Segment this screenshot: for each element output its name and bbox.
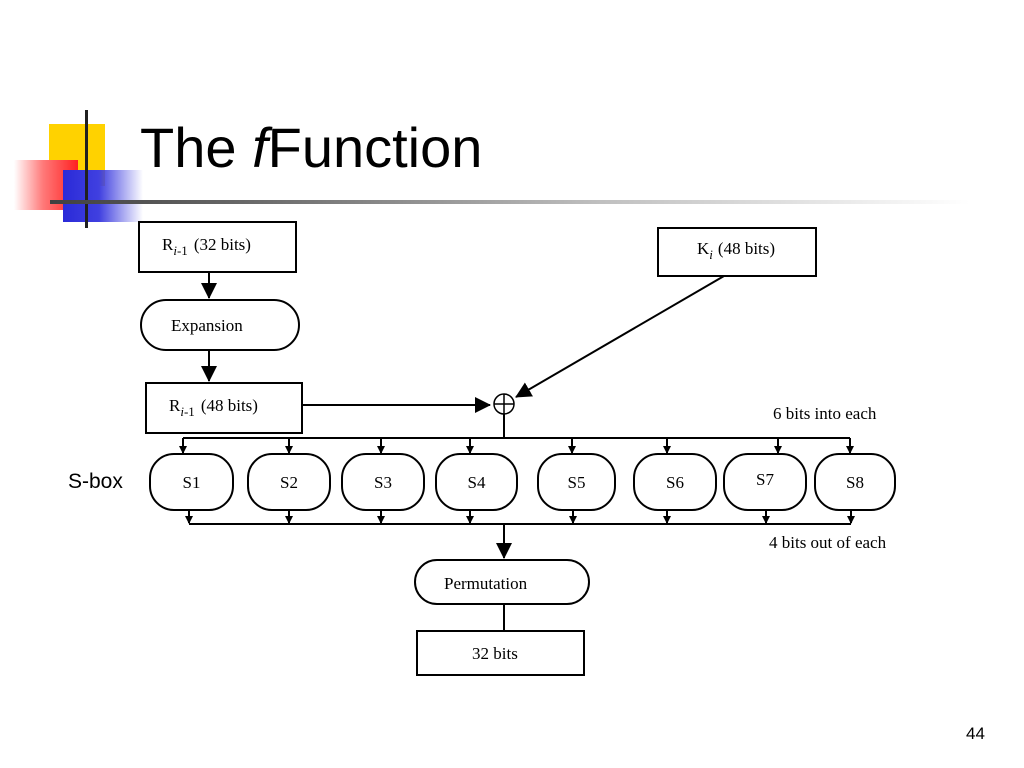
key-sub: i: [709, 247, 713, 262]
title-suffix: Function: [267, 116, 483, 179]
key-letter: K: [697, 239, 710, 258]
sbox-label-5: S5: [568, 473, 586, 492]
sbox-label-4: S4: [468, 473, 486, 492]
r-input-sub-tail: -1: [177, 243, 188, 258]
sbox-row: S1 S2 S3 S4 S5 S6 S7 S8: [149, 453, 896, 511]
sbox-6: S6: [633, 453, 717, 511]
sbox-label-6: S6: [666, 473, 684, 492]
decor-vertical-rule: [85, 110, 88, 228]
sbox-label-8: S8: [846, 473, 864, 492]
title-prefix: The: [140, 116, 237, 179]
sbox-4: S4: [435, 453, 518, 511]
r-input-letter: R: [162, 235, 174, 254]
r-expanded-bits: (48 bits): [201, 396, 258, 415]
sbox-label-7: S7: [756, 470, 774, 489]
sbox-label-2: S2: [280, 473, 298, 492]
output-label: 32 bits: [472, 644, 518, 663]
r-expanded-box: Ri-1 (48 bits): [145, 382, 303, 434]
sbox-1: S1: [149, 453, 234, 511]
r-expanded-sub-tail: -1: [184, 404, 195, 419]
title-underline: [50, 200, 970, 204]
output-box: 32 bits: [416, 630, 585, 676]
expansion-box: Expansion: [140, 299, 300, 351]
sbox-input-drops: [179, 438, 854, 454]
r-expanded-letter: R: [169, 396, 181, 415]
sbox-7: S7: [723, 453, 807, 511]
sbox-3: S3: [341, 453, 425, 511]
expansion-label: Expansion: [171, 316, 243, 335]
arrow-key-to-xor: [515, 275, 725, 398]
r-expanded-sub: i: [180, 404, 184, 419]
sbox-2: S2: [247, 453, 331, 511]
r-input-sub: i: [173, 243, 177, 258]
page-number: 44: [966, 724, 985, 743]
key-box: Ki (48 bits): [657, 227, 817, 277]
sbox-output-drops: [185, 510, 855, 524]
sbox-label-3: S3: [374, 473, 392, 492]
title-f-symbol: f: [252, 116, 268, 179]
bits-in-note: 6 bits into each: [773, 404, 877, 423]
sbox-side-label: S-box: [68, 470, 123, 493]
r-input-bits: (32 bits): [194, 235, 251, 254]
svg-text:Ri-1(48 bits): Ri-1 (48 bits): [169, 396, 258, 419]
slide-title: The fFunction: [140, 112, 482, 184]
decor-blue-square: [63, 170, 143, 222]
permutation-label: Permutation: [444, 574, 528, 593]
sbox-5: S5: [537, 453, 616, 511]
r-input-box: Ri-1 (32 bits): [138, 221, 297, 273]
key-bits: (48 bits): [718, 239, 775, 258]
svg-text:Ki(48 bits): Ki (48 bits): [697, 239, 775, 262]
xor-icon: [493, 393, 515, 415]
sbox-label-1: S1: [183, 473, 201, 492]
permutation-box: Permutation: [414, 559, 590, 605]
bits-out-note: 4 bits out of each: [769, 533, 887, 552]
svg-text:Ri-1(32 bits): Ri-1 (32 bits): [162, 235, 251, 258]
sbox-8: S8: [814, 453, 896, 511]
